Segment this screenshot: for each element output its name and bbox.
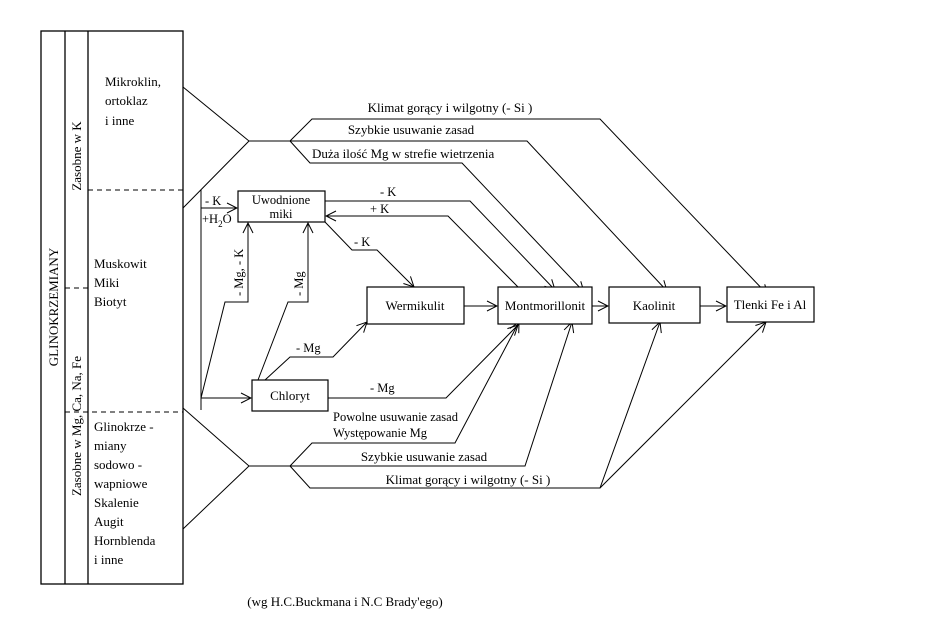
- mineral-line: miany: [94, 438, 127, 453]
- mineral-line: Augit: [94, 514, 124, 529]
- path-powolne: [289, 322, 519, 467]
- mineral-line: wapniowe: [94, 476, 148, 491]
- node-label: miki: [270, 207, 293, 221]
- label-minus-k-top: - K: [380, 185, 396, 199]
- label-klimat-top: Klimat gorący i wilgotny (- Si ): [368, 100, 533, 115]
- path-tlenki-bottom: [599, 322, 766, 489]
- node-label: Tlenki Fe i Al: [734, 297, 807, 312]
- column-title: GLINOKRZEMIANY: [46, 247, 61, 366]
- label-wystepowanie: Występowanie Mg: [333, 426, 428, 440]
- source-mineral-group-2: Muskowit Miki Biotyt: [94, 256, 147, 309]
- node-label: Kaolinit: [633, 298, 676, 313]
- label-szybkie-bottom: Szybkie usuwanie zasad: [361, 449, 488, 464]
- path-klimat-top: [289, 118, 768, 295]
- path-minus-mg-vertical: [257, 223, 308, 381]
- mineral-line: sodowo -: [94, 457, 142, 472]
- path-minus-mg-k: [200, 223, 248, 399]
- node-label: Chloryt: [270, 388, 310, 403]
- converge-lines: [182, 86, 250, 209]
- mineral-table: GLINOKRZEMIANY Zasobne w K Zasobne w Mg,…: [40, 30, 184, 585]
- label-mg-top: Duża ilość Mg w strefie wietrzenia: [312, 146, 495, 161]
- node-uwodnione-miki: Uwodnione miki: [237, 190, 326, 223]
- node-montmorillonit: Montmorillonit: [497, 286, 593, 325]
- mineral-line: Hornblenda: [94, 533, 156, 548]
- mineral-line: Biotyt: [94, 294, 127, 309]
- mica-branch: - K +H2O - Mg, - K - Mg - Mg - Mg - K + …: [200, 185, 555, 410]
- mineral-line: Glinokrze -: [94, 419, 154, 434]
- node-label: Uwodnione: [252, 193, 311, 207]
- node-wermikulit: Wermikulit: [366, 286, 465, 325]
- bottom-branch: Powolne usuwanie zasad Występowanie Mg S…: [182, 322, 766, 530]
- path-mg-top: [289, 140, 584, 292]
- label-szybkie-top: Szybkie usuwanie zasad: [348, 122, 475, 137]
- mineral-line: i inne: [105, 113, 134, 128]
- label-minus-k-wermikulit: - K: [354, 235, 370, 249]
- label-minus-mg-cw: - Mg: [296, 341, 321, 355]
- path-minus-k-wermikulit: [324, 221, 414, 287]
- label-minus-mg-cm: - Mg: [370, 381, 395, 395]
- path-minus-k-top: [325, 200, 555, 290]
- mineral-line: Skalenie: [94, 495, 139, 510]
- label-powolne: Powolne usuwanie zasad: [333, 410, 459, 424]
- mineral-line: ortoklaz: [105, 93, 148, 108]
- top-branch: Klimat gorący i wilgotny (- Si ) Szybkie…: [182, 86, 768, 295]
- converge-lines: [182, 407, 250, 530]
- group-label-mg: Zasobne w Mg, Ca, Na, Fe: [69, 356, 84, 496]
- group-label-k: Zasobne w K: [69, 121, 84, 191]
- path-chloryt-wermikulit: [264, 322, 367, 381]
- mineral-line: i inne: [94, 552, 123, 567]
- source-mineral-group-1: Mikroklin, ortoklaz i inne: [105, 74, 161, 128]
- node-chloryt: Chloryt: [251, 379, 329, 412]
- path-klimat-bottom: [289, 322, 660, 489]
- mineral-line: Miki: [94, 275, 120, 290]
- label-minus-k-in: - K: [205, 194, 221, 208]
- node-label: Wermikulit: [386, 298, 445, 313]
- path-plus-k: [326, 216, 519, 288]
- label-minus-mg-vertical: - Mg: [292, 271, 306, 296]
- citation: (wg H.C.Buckmana i N.C Brady'ego): [247, 594, 443, 609]
- mineral-line: Muskowit: [94, 256, 147, 271]
- mineral-line: Mikroklin,: [105, 74, 161, 89]
- label-klimat-bottom: Klimat gorący i wilgotny (- Si ): [386, 472, 551, 487]
- label-plus-k: + K: [370, 202, 389, 216]
- node-tlenki: Tlenki Fe i Al: [726, 286, 815, 323]
- path-chloryt-montmorillonit: [328, 325, 518, 399]
- source-mineral-group-3: Glinokrze - miany sodowo - wapniowe Skal…: [94, 419, 156, 567]
- label-minus-mg-k: - Mg, - K: [232, 249, 246, 296]
- node-kaolinit: Kaolinit: [608, 286, 701, 324]
- path-szybkie-top: [290, 140, 667, 291]
- table-border: [40, 30, 184, 585]
- path-szybkie-bottom: [290, 322, 572, 467]
- node-label: Montmorillonit: [505, 298, 586, 313]
- label-plus-h2o: +H2O: [202, 212, 232, 229]
